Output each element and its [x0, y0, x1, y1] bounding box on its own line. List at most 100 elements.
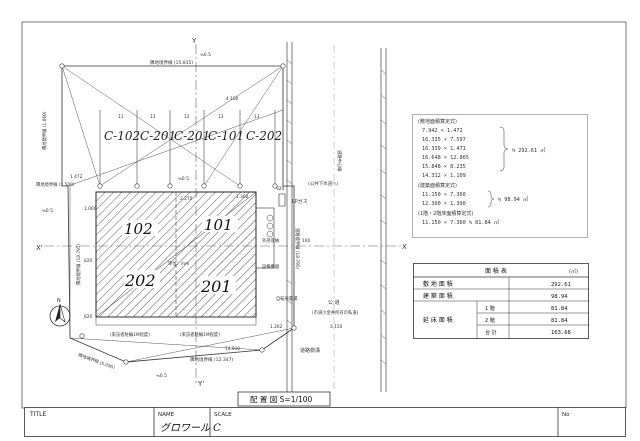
area-table-unit: (㎡)	[569, 268, 578, 275]
axis-x-prime-label: X'	[36, 244, 43, 252]
entrance-steps	[95, 316, 257, 326]
area-row-sub: 2 階	[485, 317, 495, 324]
dim-11: 14.910	[225, 346, 240, 352]
plot-label-3: C-201	[174, 129, 210, 143]
ac-units	[266, 214, 274, 238]
area-row-label: 敷 地 面 積	[423, 280, 453, 288]
north-arrow-icon	[49, 303, 71, 327]
calc-build-brace	[487, 190, 495, 208]
label-parking-2: (来訪者駐輪1M程度)	[180, 331, 220, 338]
north-label: N	[57, 298, 61, 304]
plot-label-2: C-201	[140, 129, 176, 143]
label-boundary-bottom: 隣地境界線 (12.347)	[190, 356, 233, 363]
room-label-bg-2	[202, 216, 238, 232]
calc-build-row: 11.150 × 7.360	[422, 192, 466, 198]
label-road: 公 道	[328, 299, 340, 306]
plot-number-2: 13	[150, 114, 156, 120]
dim-17: 820	[84, 314, 92, 320]
calc-site-brace	[499, 126, 509, 172]
building-diagonal	[95, 191, 257, 318]
dim-18: 4.100	[226, 96, 239, 102]
calc-site-row: 16.335 × 7.597	[422, 137, 466, 143]
label-lp-gas: LPガス	[292, 198, 308, 205]
room-label-202: 202	[124, 271, 156, 290]
plot-label-5: C-202	[246, 129, 282, 143]
label-ext-cabinet: 外部収納	[262, 237, 279, 244]
label-road-side: 道路側溝	[300, 347, 320, 354]
calc-site-row: 16.339 × 1.471	[422, 146, 466, 152]
area-row-label: 建 築 面 積	[423, 292, 453, 300]
calc-site-title: (敷地面積算定式)	[418, 118, 457, 125]
dim-15: 100	[302, 238, 310, 244]
calc-site-result: ≒ 292.61 ㎡	[512, 146, 546, 154]
label-boundary-west: 隣地境界線 (18.795)	[75, 243, 82, 285]
area-row-sub: 1 階	[485, 305, 495, 312]
axis-x-label: X	[402, 243, 407, 251]
calc-build-row: 12.300 × 1.390	[422, 201, 466, 207]
calc-site-row: 16.648 × 12.865	[422, 155, 469, 161]
plot-number-4: 13	[218, 114, 224, 120]
dim-10: 3.150	[330, 324, 343, 330]
calc-build-result: ≒ 98.94 ㎡	[498, 195, 529, 203]
lp-gas-tank	[278, 193, 286, 207]
label-sewer: (公共下水道へ)	[308, 180, 339, 187]
room-label-bg-1	[122, 220, 158, 236]
road-lines	[286, 42, 387, 392]
scale-text-3: ≒0.5	[42, 208, 53, 214]
label-road-center: 道路中心線	[336, 150, 343, 172]
area-row-value: 163.68	[551, 330, 571, 336]
area-row-value: 98.94	[551, 294, 568, 300]
room-label-bg-3	[124, 270, 160, 288]
calc-site-row: 14.312 × 1.109	[422, 173, 466, 179]
label-parking-1: (来訪者駐輪1M程度)	[110, 331, 150, 338]
label-bike: 自転車置場	[276, 295, 298, 302]
dim-5: 820	[84, 258, 92, 264]
name-label: NAME	[158, 412, 175, 418]
label-road-edge: 道路境界線 (18.795)	[294, 228, 301, 270]
plot-label-1: C-102	[104, 129, 140, 143]
dim-1: 1.472	[70, 174, 83, 180]
plot-number-1: 11	[118, 114, 124, 120]
area-row-value: 81.84	[551, 318, 568, 324]
title-block: TITLE NAME グロワール C SCALE No	[24, 407, 626, 437]
area-row-value: 81.84	[551, 306, 568, 312]
drawing-caption: 配 置 図 S=1/100	[250, 395, 313, 404]
dim-6: 920	[276, 186, 284, 192]
label-boundary-top: 隣地境界線 (15.815)	[150, 59, 193, 66]
caption-box	[237, 391, 331, 407]
label-boundary-sw: 隣地境界線 (5.090)	[77, 351, 116, 371]
road-ticks	[286, 59, 387, 365]
no-label: No	[562, 412, 570, 418]
calc-site-row: 7.942 × 1.472	[422, 128, 463, 134]
plot-number-5: 13	[254, 114, 260, 120]
calc-site-row: 15.848 × 8.235	[422, 164, 466, 170]
plot-label-4: C-101	[208, 129, 244, 143]
dim-2: 1.000	[84, 206, 97, 212]
calc-floor-row: 11.150 × 7.360 ≒ 81.84 ㎡	[422, 218, 500, 226]
area-row-value: 292.61	[551, 282, 571, 288]
name-value: グロワール C	[160, 422, 221, 434]
room-label-bg-4	[200, 276, 236, 294]
title-label: TITLE	[29, 411, 46, 418]
label-ac-unit: 設備機器	[262, 263, 280, 270]
label-road-note: (市道小金井所有の私道)	[312, 309, 359, 316]
calc-build-title: (建築面積算定式)	[418, 182, 457, 189]
scale-label: SCALE	[214, 412, 232, 418]
dim-9: 1.262	[270, 324, 283, 330]
scale-text-4: ≒0.5	[156, 373, 167, 379]
area-row-sub: 合 計	[485, 329, 497, 336]
service-area	[255, 207, 275, 269]
plot-number-3: 12	[184, 114, 190, 120]
scale-text-1: ≒0.5	[200, 52, 211, 58]
boundary-markers	[59, 63, 297, 365]
axis-y-label: Y	[191, 37, 197, 45]
room-label-201: 201	[200, 277, 232, 296]
plot-dividers	[99, 110, 276, 186]
calc-floor-title: (1階・2階床面積算定式)	[418, 210, 473, 217]
scale-text-2: ≒0.5	[178, 176, 189, 182]
area-calculation-box: (敷地面積算定式) 7.942 × 1.472 16.335 × 7.597 1…	[412, 114, 588, 238]
area-table: 面 積 表 (㎡) 敷 地 面 積 292.61 建 築 面 積 98.94 延…	[413, 263, 589, 339]
label-boundary-left: 隣地境界線 (1.060)	[41, 111, 48, 150]
diagonal-calc-lines	[61, 65, 295, 363]
